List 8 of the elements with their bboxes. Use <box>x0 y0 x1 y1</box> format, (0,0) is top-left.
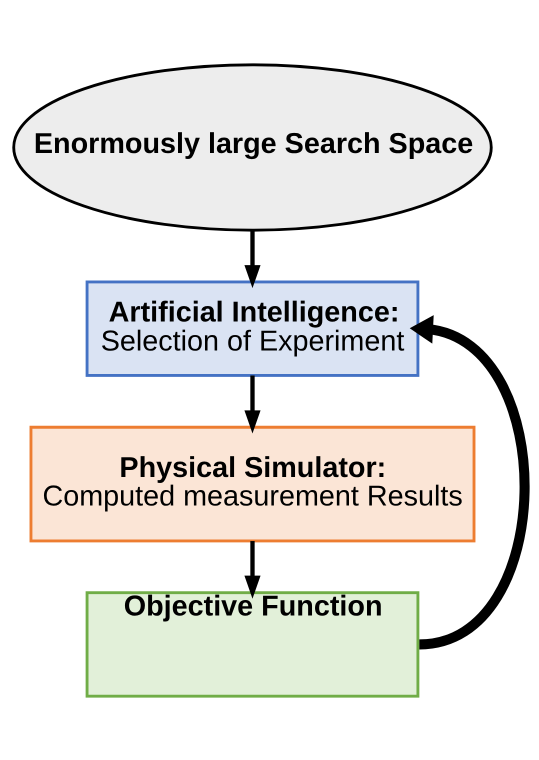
node-ellipse: Enormously large Search Space <box>12 62 493 232</box>
arrow <box>244 230 261 288</box>
node-box: Physical Simulator: Computed measurement Results <box>30 425 476 542</box>
node-box: Artificial Intelligence: Selection of Experiment <box>86 280 420 376</box>
arrow <box>244 540 261 598</box>
arrow <box>244 375 261 433</box>
node-box: Objective Function <box>86 590 420 698</box>
arrow <box>410 314 530 649</box>
